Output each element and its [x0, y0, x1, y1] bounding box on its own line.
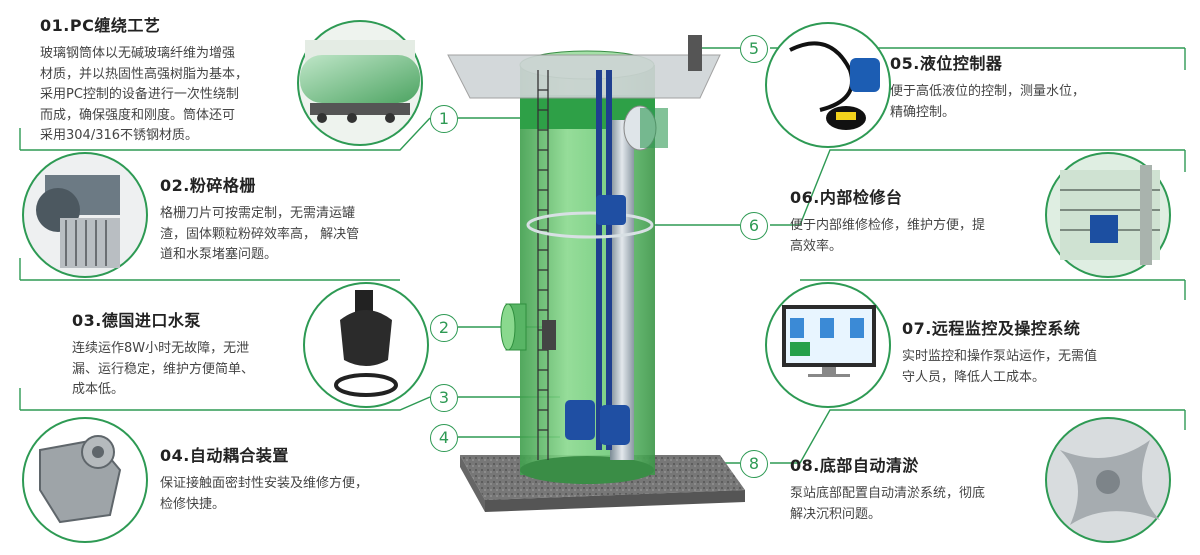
photo-monitor	[765, 282, 891, 408]
feature-level-controller: 05.液位控制器 便于高低液位的控制，测量水位， 精确控制。	[890, 50, 1150, 123]
feature-desc: 格栅刀片可按需定制，无需清运罐 渣，固体颗粒粉碎效率高， 解决管 道和水泵堵塞问…	[160, 204, 410, 266]
photo-platform	[1045, 152, 1171, 278]
desc-line: 漏、运行稳定，维护方便简单、	[72, 361, 255, 377]
feature-desc: 连续运作8W小时无故障，无泄 漏、运行稳定，维护方便简单、 成本低。	[72, 339, 312, 401]
feature-auto-desilting: 08.底部自动清淤 泵站底部配置自动清淤系统，彻底 解决沉积问题。	[790, 452, 1050, 525]
feature-desc: 玻璃钢筒体以无碱玻璃纤维为增强 材质，并以热固性高强树脂为基本， 采用PC控制的…	[40, 44, 300, 147]
feature-pc-winding: 01.PC缠绕工艺 玻璃钢筒体以无碱玻璃纤维为增强 材质，并以热固性高强树脂为基…	[40, 12, 300, 147]
frp-tank-body	[447, 35, 721, 484]
desc-line: 守人员，降低人工成本。	[902, 369, 1046, 385]
desc-line: 材质，并以热固性高强树脂为基本，	[40, 66, 249, 82]
feature-title: 03.德国进口水泵	[72, 311, 201, 330]
feature-title: 08.底部自动清淤	[790, 456, 919, 475]
marker-6[interactable]: 6	[740, 212, 768, 240]
photo-pump	[303, 282, 429, 408]
marker-8[interactable]: 8	[740, 450, 768, 478]
desc-line: 连续运作8W小时无故障，无泄	[72, 341, 250, 356]
feature-desc: 保证接触面密封性安装及维修方便， 检修快捷。	[160, 474, 415, 515]
desc-line: 精确控制。	[890, 104, 956, 120]
feature-title: 01.PC缠绕工艺	[40, 16, 161, 35]
marker-4[interactable]: 4	[430, 424, 458, 452]
photo-coupling	[22, 417, 148, 543]
marker-1[interactable]: 1	[430, 105, 458, 133]
marker-2[interactable]: 2	[430, 314, 458, 342]
feature-desc: 便于高低液位的控制，测量水位， 精确控制。	[890, 82, 1150, 123]
marker-3[interactable]: 3	[430, 384, 458, 412]
photo-frp-tank	[297, 20, 423, 146]
feature-coupling: 04.自动耦合装置 保证接触面密封性安装及维修方便， 检修快捷。	[160, 442, 415, 515]
marker-5[interactable]: 5	[740, 35, 768, 63]
feature-title: 05.液位控制器	[890, 54, 1003, 73]
desc-line: 渣，固体颗粒粉碎效率高， 解决管	[160, 226, 360, 242]
feature-title: 04.自动耦合装置	[160, 446, 289, 465]
feature-title: 07.远程监控及操控系统	[902, 319, 1081, 338]
desc-line: 便于高低液位的控制，测量水位，	[890, 84, 1086, 99]
feature-desc: 泵站底部配置自动清淤系统，彻底 解决沉积问题。	[790, 484, 1050, 525]
desc-line: 便于内部维修检修，维护方便，提	[790, 218, 986, 233]
desc-line: 道和水泵堵塞问题。	[160, 247, 278, 262]
feature-platform: 06.内部检修台 便于内部维修检修，维护方便，提 高效率。	[790, 184, 1050, 257]
photo-grinder	[22, 152, 148, 278]
photo-impeller	[1045, 417, 1171, 543]
desc-line: 检修快捷。	[160, 496, 226, 512]
feature-pump: 03.德国进口水泵 连续运作8W小时无故障，无泄 漏、运行稳定，维护方便简单、 …	[72, 307, 312, 401]
desc-line: 采用304/316不锈钢材质。	[40, 128, 199, 143]
desc-line: 采用PC控制的设备进行一次性绕制	[40, 87, 239, 102]
feature-title: 06.内部检修台	[790, 188, 903, 207]
photo-level-switch	[765, 22, 891, 148]
desc-line: 而成，确保强度和刚度。筒体还可	[40, 107, 236, 123]
feature-title: 02.粉碎格栅	[160, 176, 256, 195]
feature-desc: 实时监控和操作泵站运作，无需值 守人员，降低人工成本。	[902, 347, 1162, 388]
desc-line: 成本低。	[72, 382, 125, 397]
desc-line: 格栅刀片可按需定制，无需清运罐	[160, 206, 356, 221]
desc-line: 玻璃钢筒体以无碱玻璃纤维为增强	[40, 46, 236, 61]
desc-line: 解决沉积问题。	[790, 506, 882, 522]
feature-grinder: 02.粉碎格栅 格栅刀片可按需定制，无需清运罐 渣，固体颗粒粉碎效率高， 解决管…	[160, 172, 410, 266]
desc-line: 实时监控和操作泵站运作，无需值	[902, 349, 1098, 364]
feature-desc: 便于内部维修检修，维护方便，提 高效率。	[790, 216, 1050, 257]
desc-line: 保证接触面密封性安装及维修方便，	[160, 476, 369, 491]
desc-line: 泵站底部配置自动清淤系统，彻底	[790, 486, 986, 501]
feature-remote-monitoring: 07.远程监控及操控系统 实时监控和操作泵站运作，无需值 守人员，降低人工成本。	[902, 315, 1162, 388]
desc-line: 高效率。	[790, 238, 843, 254]
